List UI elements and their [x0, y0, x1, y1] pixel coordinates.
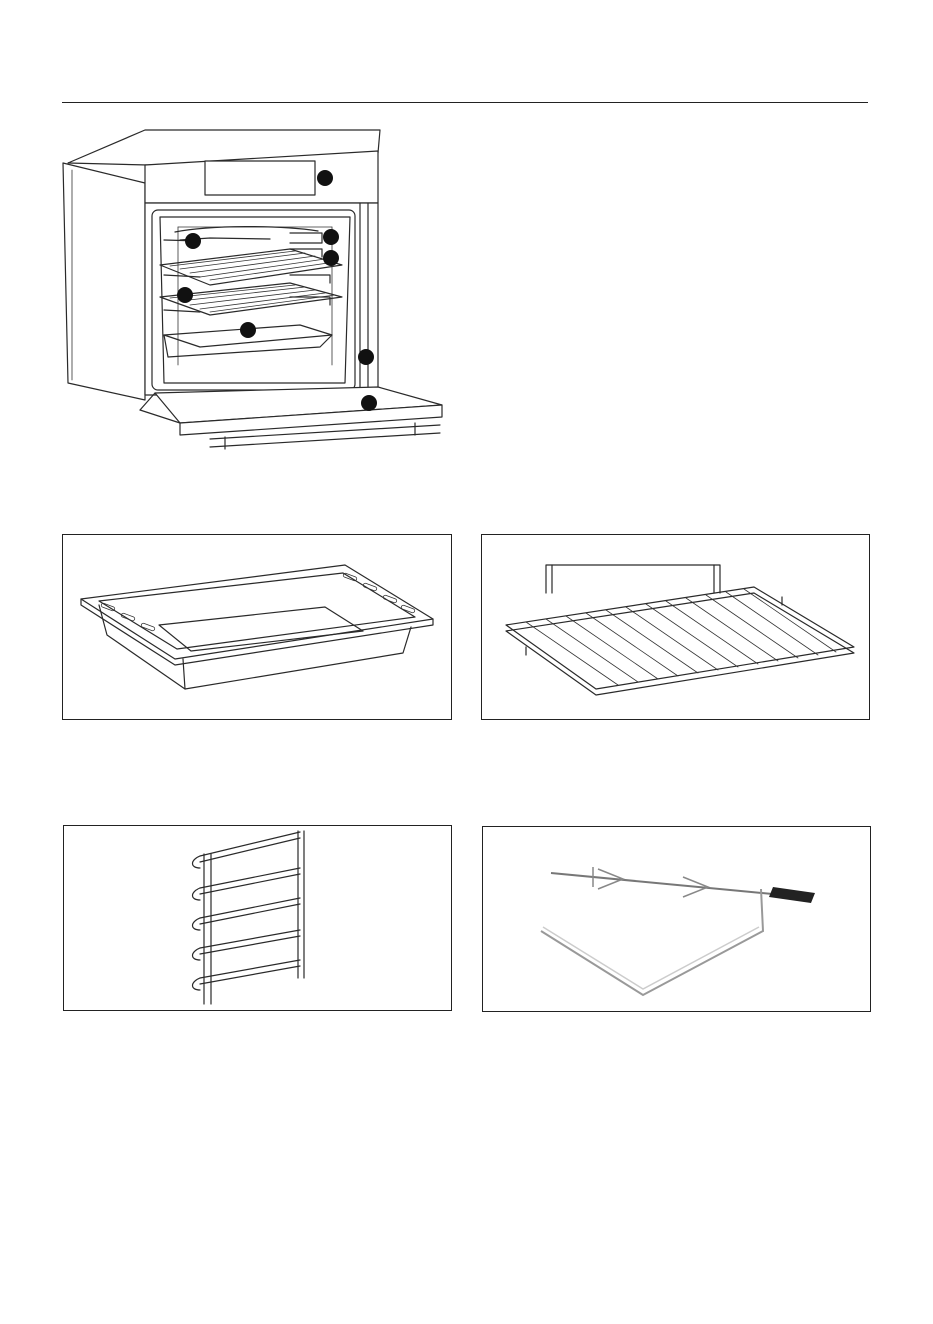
callout-dot — [323, 229, 339, 245]
callout-dot — [358, 349, 374, 365]
side-rail-guides-illustration — [64, 826, 451, 1010]
wire-rack-frame — [481, 534, 870, 720]
wire-rack-illustration — [482, 535, 869, 719]
callout-dot — [185, 233, 201, 249]
callout-dot — [240, 322, 256, 338]
rotisserie-frame — [482, 826, 871, 1012]
oven-overview-figure — [60, 125, 460, 460]
header-rule — [62, 102, 868, 103]
side-guides-frame — [63, 825, 452, 1011]
oven-overview-illustration — [60, 125, 460, 460]
rotisserie-spit-illustration — [483, 827, 870, 1011]
callout-dot — [323, 250, 339, 266]
callout-dot — [317, 170, 333, 186]
baking-tray-illustration — [63, 535, 451, 719]
callout-dot — [177, 287, 193, 303]
callout-dot — [361, 395, 377, 411]
baking-tray-frame — [62, 534, 452, 720]
